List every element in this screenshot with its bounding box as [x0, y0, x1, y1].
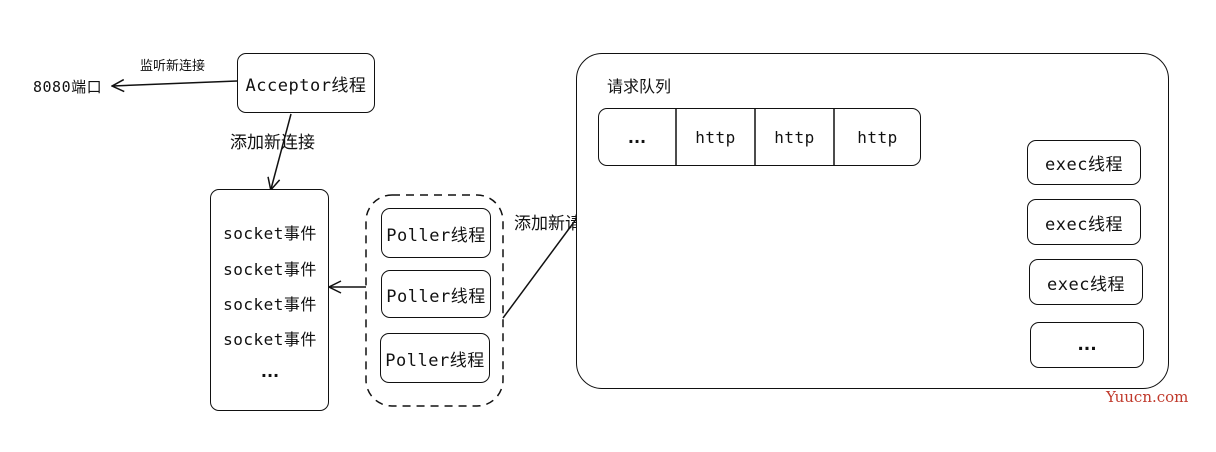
exec-thread-box: exec线程	[1027, 140, 1141, 185]
queue-cell-http: http	[695, 127, 736, 147]
add-connection-arrow	[271, 113, 292, 189]
socket-events-box	[210, 189, 329, 411]
socket-event-item: socket事件	[223, 330, 317, 349]
exec-thread-box: exec线程	[1029, 259, 1143, 305]
socket-event-item: socket事件	[223, 295, 317, 314]
socket-event-item: socket事件	[223, 224, 317, 243]
poller-group-border	[365, 194, 504, 407]
exec-thread-ellipsis-box: ...	[1030, 322, 1144, 368]
queue-row	[598, 108, 921, 166]
socket-event-item: socket事件	[223, 260, 317, 279]
queue-cell-http: http	[857, 127, 898, 147]
exec-thread-box: exec线程	[1027, 199, 1141, 245]
queue-cell-ellipsis: ...	[627, 127, 647, 147]
queue-cell-http: http	[774, 127, 815, 147]
request-queue-title: 请求队列	[607, 77, 672, 96]
add-connection-label: 添加新连接	[230, 133, 315, 153]
listen-arrow	[113, 81, 238, 86]
poller-thread-box: Poller线程	[381, 270, 491, 318]
poller-thread-box: Poller线程	[380, 333, 490, 383]
poller-thread-box: Poller线程	[381, 208, 491, 258]
acceptor-thread-box: Acceptor线程	[237, 53, 375, 113]
socket-event-ellipsis: ...	[260, 362, 280, 381]
port-label: 8080端口	[33, 78, 103, 96]
listen-label: 监听新连接	[140, 59, 206, 74]
watermark: Yuucn.com	[1106, 388, 1189, 406]
